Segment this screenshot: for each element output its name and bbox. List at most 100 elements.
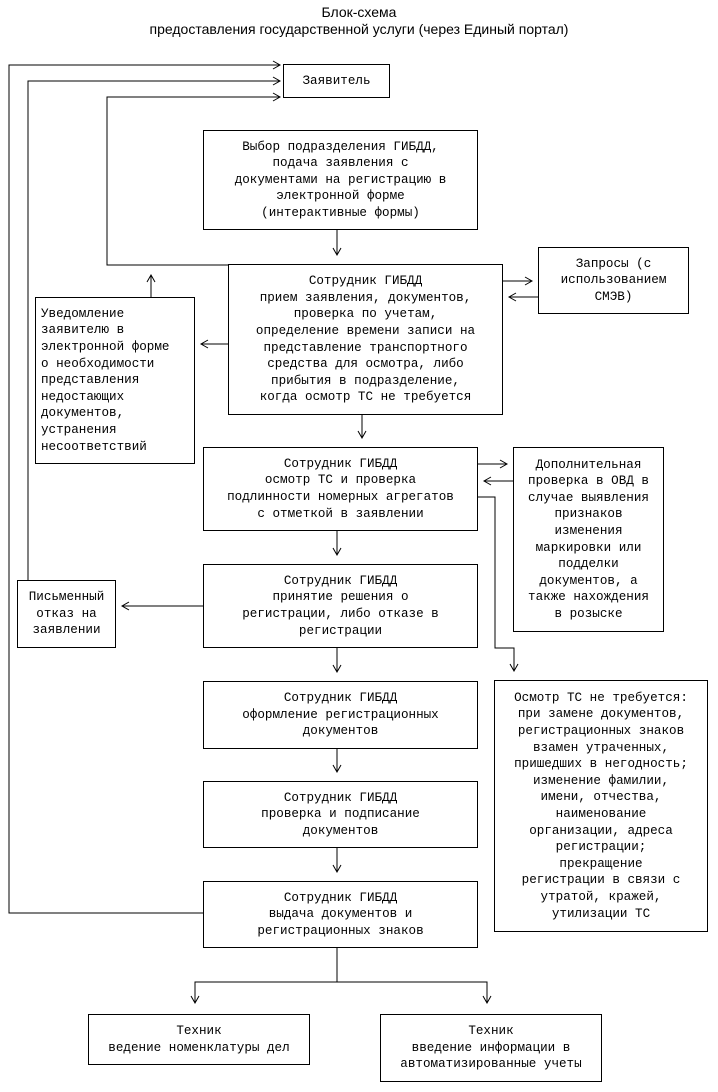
inspect-line: с отметкой в заявлении <box>257 506 424 521</box>
receive-line: Сотрудник ГИБДД <box>308 274 423 289</box>
check-sign-line: проверка и подписание <box>261 807 420 822</box>
extra-check-line: документов, а <box>539 573 638 588</box>
inspect-line: осмотр ТС и проверка <box>264 473 417 488</box>
receive-line: определение времени записи на <box>255 323 476 338</box>
no-inspect-line: изменение фамилии, <box>532 773 670 788</box>
extra-check-line: маркировки или <box>535 540 642 555</box>
no-inspect-box: Осмотр ТС не требуется: при замене докум… <box>494 680 708 932</box>
tech-input-line: введение информации в <box>411 1040 571 1055</box>
receive-line: прибытия в подразделение, <box>271 373 460 388</box>
refusal-line: заявлении <box>32 623 101 638</box>
extra-check-line: проверка в ОВД в <box>528 474 649 489</box>
select-unit-line: (интерактивные формы) <box>261 205 420 220</box>
notify-line: Уведомление <box>41 306 125 321</box>
receive-line: представление транспортного <box>263 340 468 355</box>
receive-line: прием заявления, документов, <box>259 290 472 305</box>
tech-input-box: Техник введение информации в автоматизир… <box>380 1014 602 1082</box>
tech-nomenclature-box: Техник ведение номенклатуры дел <box>88 1014 310 1065</box>
notify-line: несоответствий <box>41 439 147 454</box>
connector-issue-split <box>194 948 338 1003</box>
no-inspect-line: прекращение <box>559 856 643 871</box>
notify-line: электронной форме <box>41 340 170 355</box>
loop-from-refusal <box>27 80 280 580</box>
inspect-line: Сотрудник ГИБДД <box>283 456 398 471</box>
receive-line: когда осмотр ТС не требуется <box>259 390 472 405</box>
connector-split-right <box>337 981 488 1003</box>
prepare-docs-line: оформление регистрационных <box>242 707 439 722</box>
notify-box: Уведомление заявителю в электронной форм… <box>35 297 195 464</box>
notify-line: представления <box>41 373 140 388</box>
requests-box: Запросы (с использованием СМЭВ) <box>538 247 689 314</box>
title-line-1: Блок-схема <box>321 4 397 20</box>
tech-input-line: автоматизированные учеты <box>400 1057 582 1072</box>
decision-line: регистрации <box>298 623 383 638</box>
tech-input-line: Техник <box>468 1024 514 1039</box>
diagram-title: Блок-схема предоставления государственно… <box>0 4 718 38</box>
issue-box: Сотрудник ГИБДД выдача документов и реги… <box>203 881 478 948</box>
tech-nomenclature-line: Техник <box>176 1023 222 1038</box>
inspect-line: подлинности номерных агрегатов <box>227 490 454 504</box>
decision-line: принятие решения о <box>272 590 409 605</box>
no-inspect-line: при замене документов, <box>517 707 685 722</box>
decision-line: регистрации, либо отказе в <box>242 607 439 621</box>
extra-check-box: Дополнительная проверка в ОВД в случае в… <box>513 447 664 632</box>
no-inspect-line: наименование <box>555 807 647 821</box>
issue-line: регистрационных знаков <box>257 923 424 938</box>
extra-check-line: также нахождения <box>528 590 649 605</box>
decision-box: Сотрудник ГИБДД принятие решения о регис… <box>203 564 478 648</box>
no-inspect-line: организации, адреса <box>529 823 673 838</box>
no-inspect-line: пришедших в негодность; <box>514 757 688 772</box>
extra-check-line: подделки <box>558 557 619 572</box>
no-inspect-line: регистрации; <box>555 840 647 855</box>
applicant-line: Заявитель <box>302 73 371 88</box>
issue-line: выдача документов и <box>268 907 413 922</box>
refusal-line: отказ на <box>36 606 97 621</box>
no-inspect-line: Осмотр ТС не требуется: <box>514 690 688 705</box>
connector-inspect-noinspect <box>478 496 515 671</box>
no-inspect-line: взамен утраченных, <box>532 740 670 755</box>
refusal-line: Письменный <box>28 590 105 605</box>
no-inspect-line: регистрационных знаков <box>517 724 685 739</box>
prepare-docs-line: Сотрудник ГИБДД <box>283 691 398 706</box>
check-sign-line: документов <box>302 823 379 838</box>
requests-line: СМЭВ) <box>594 289 633 304</box>
notify-line: заявителю в <box>41 323 125 338</box>
title-line-2: предоставления государственной услуги (ч… <box>149 21 569 37</box>
requests-line: использованием <box>560 273 667 288</box>
no-inspect-line: имени, отчества, <box>540 790 662 805</box>
select-unit-line: электронной форме <box>276 189 405 204</box>
extra-check-line: признаков <box>554 507 623 522</box>
check-sign-box: Сотрудник ГИБДД проверка и подписание до… <box>203 781 478 848</box>
no-inspect-line: утилизации ТС <box>551 906 651 921</box>
no-inspect-line: утратой, кражей, <box>540 889 662 904</box>
select-unit-box: Выбор подразделения ГИБДД, подача заявле… <box>203 130 478 230</box>
notify-line: недостающих <box>41 389 125 404</box>
tech-nomenclature-line: ведение номенклатуры дел <box>108 1040 290 1055</box>
refusal-box: Письменный отказ на заявлении <box>17 580 116 648</box>
receive-line: проверка по учетам, <box>293 307 438 322</box>
decision-line: Сотрудник ГИБДД <box>283 573 398 588</box>
requests-line: Запросы (с <box>575 256 652 271</box>
arrowheads <box>120 60 534 1005</box>
receive-box: Сотрудник ГИБДД прием заявления, докумен… <box>228 264 503 415</box>
notify-line: о необходимости <box>41 356 155 371</box>
notify-line: устранения <box>41 422 117 437</box>
applicant-box: Заявитель <box>283 64 390 98</box>
no-inspect-line: регистрации в связи с <box>521 873 681 888</box>
select-unit-line: документами на регистрацию в <box>234 172 447 187</box>
extra-check-line: случае выявления <box>528 490 649 505</box>
loop-from-receive <box>106 96 280 266</box>
inspect-box: Сотрудник ГИБДД осмотр ТС и проверка под… <box>203 447 478 531</box>
receive-line: средства для осмотра, либо <box>267 357 464 372</box>
extra-check-line: изменения <box>554 523 623 538</box>
prepare-docs-box: Сотрудник ГИБДД оформление регистрационн… <box>203 681 478 749</box>
loop-from-issue <box>8 64 280 914</box>
notify-line: документов, <box>41 406 125 421</box>
prepare-docs-line: документов <box>302 724 379 739</box>
select-unit-line: подача заявления с <box>272 156 409 171</box>
select-unit-line: Выбор подразделения ГИБДД, <box>242 139 439 154</box>
extra-check-line: Дополнительная <box>535 457 642 472</box>
issue-line: Сотрудник ГИБДД <box>283 890 398 905</box>
extra-check-line: в розыске <box>554 606 623 621</box>
